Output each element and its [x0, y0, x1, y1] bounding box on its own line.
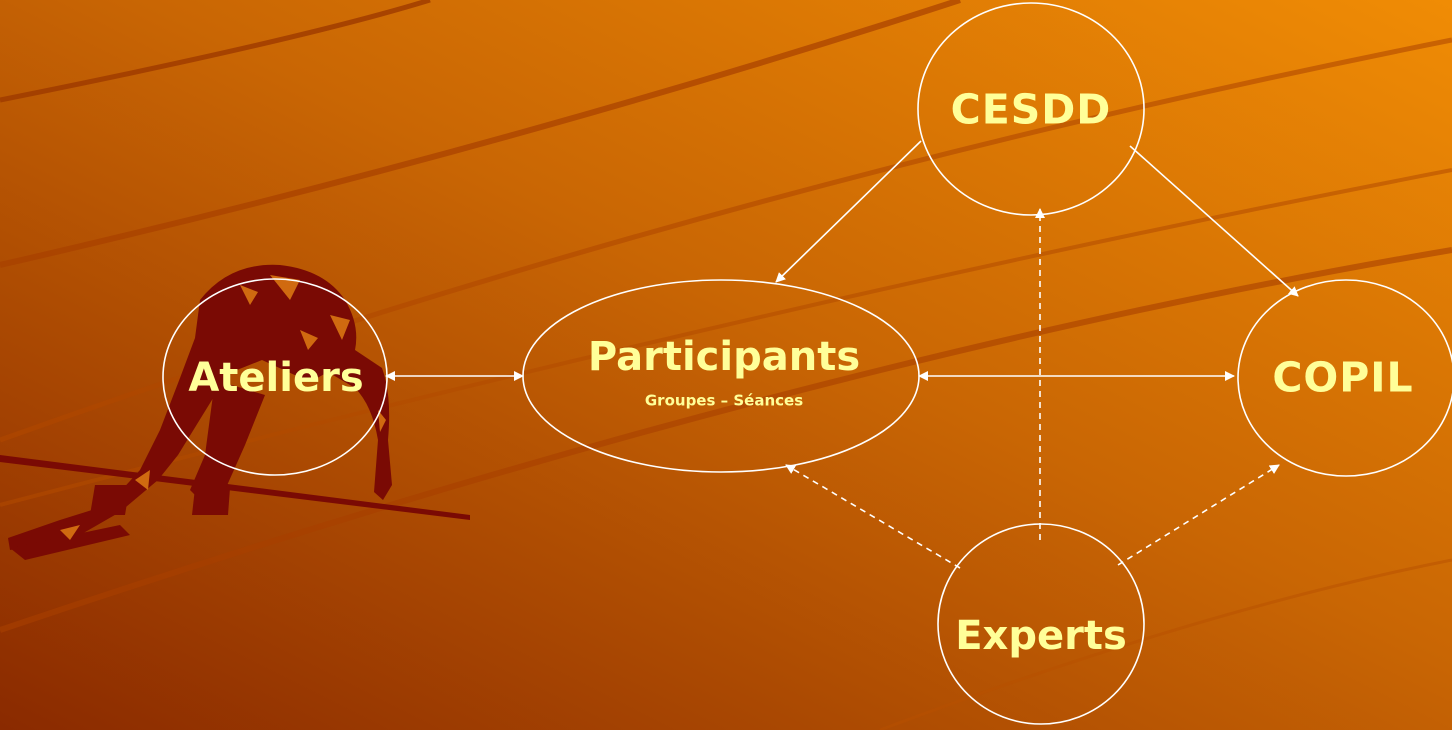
arrow-cesdd-copil	[1129, 145, 1299, 297]
label-participants-sub: Groupes – Séances	[644, 391, 804, 410]
node-experts	[937, 523, 1145, 725]
node-copil	[1237, 279, 1452, 477]
arrow-cesdd-participants	[775, 140, 922, 283]
node-ateliers	[162, 278, 388, 476]
connectors-solid	[385, 140, 1299, 381]
arrow-experts-copil	[1117, 464, 1280, 566]
label-cesdd: CESDD	[950, 85, 1112, 134]
node-cesdd	[917, 2, 1145, 216]
label-experts: Experts	[955, 613, 1127, 659]
runner-silhouette	[0, 264, 470, 560]
connectors-dashed	[785, 208, 1280, 569]
label-participants: Participants	[587, 334, 861, 380]
node-participants	[522, 279, 920, 473]
arrow-experts-participants	[785, 464, 961, 569]
nodes	[162, 2, 1452, 725]
label-ateliers: Ateliers	[188, 355, 364, 401]
label-copil: COPIL	[1272, 353, 1414, 402]
